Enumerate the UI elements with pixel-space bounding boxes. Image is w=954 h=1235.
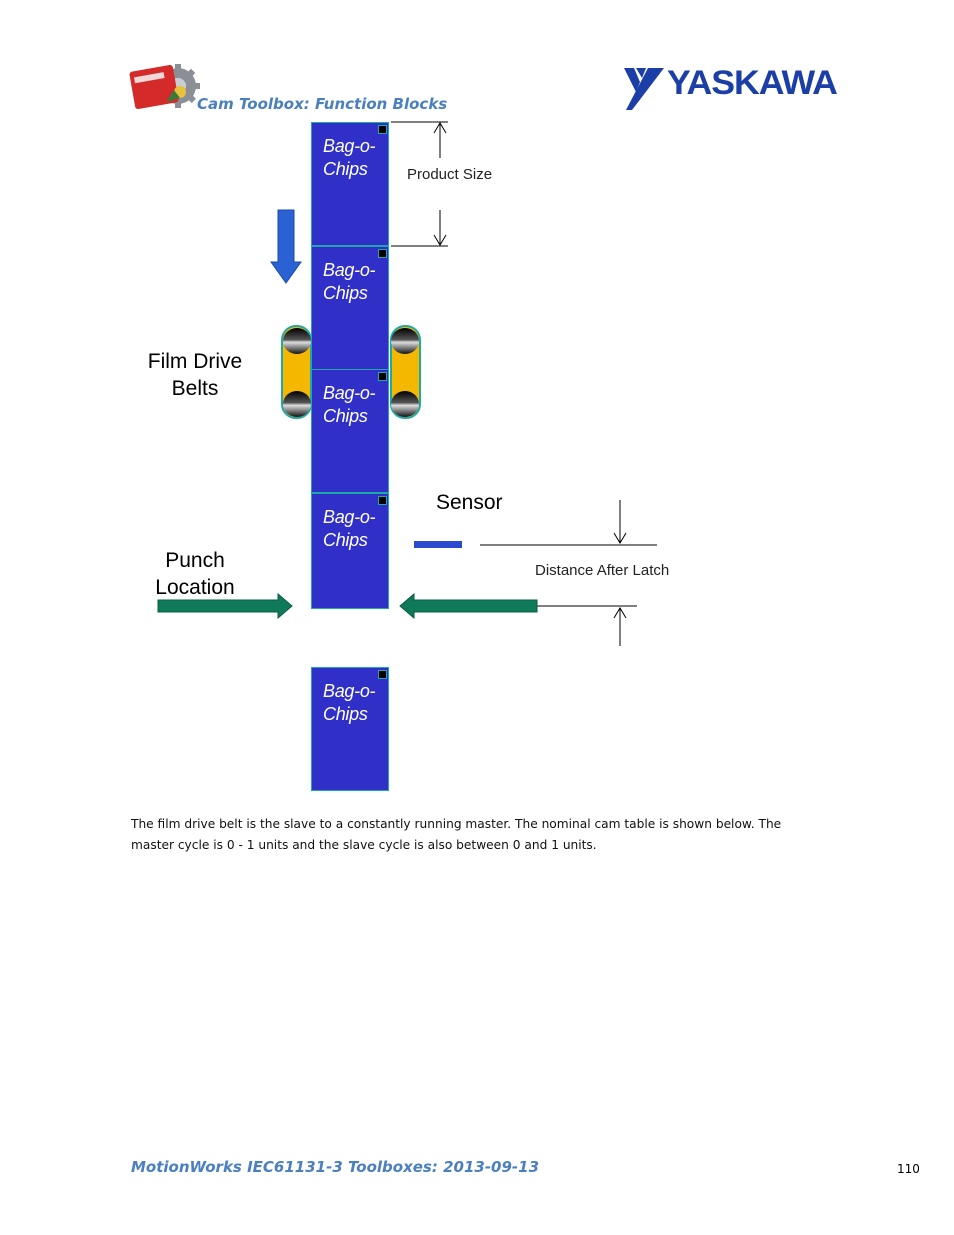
film-drive-belts-label: Film Drive Belts bbox=[147, 350, 243, 400]
product-size-dimension bbox=[391, 121, 448, 247]
bag-2: Bag-o- Chips bbox=[311, 246, 389, 370]
right-film-drive-belt bbox=[390, 325, 421, 419]
bag-corner-marker bbox=[378, 372, 387, 381]
header-title: Cam Toolbox: Function Blocks bbox=[197, 95, 448, 113]
bag-corner-marker bbox=[378, 496, 387, 505]
bag-5: Bag-o- Chips bbox=[311, 667, 389, 791]
sensor-bar bbox=[414, 541, 462, 548]
sensor-label: Sensor bbox=[436, 491, 503, 514]
bag-label: Bag-o- Chips bbox=[323, 383, 376, 426]
bag-corner-marker bbox=[378, 125, 387, 134]
bag-1: Bag-o- Chips bbox=[311, 122, 389, 246]
bag-label: Bag-o- Chips bbox=[323, 507, 376, 550]
diagram-graphics bbox=[157, 121, 657, 646]
distance-after-latch-label: Distance After Latch bbox=[535, 562, 670, 579]
footer-doc-title: MotionWorks IEC61131-3 Toolboxes: 2013-0… bbox=[131, 1158, 540, 1176]
bag-corner-marker bbox=[378, 249, 387, 258]
product-size-label: Product Size bbox=[407, 166, 493, 183]
bag-label: Bag-o- Chips bbox=[323, 136, 376, 179]
bag-corner-marker bbox=[378, 670, 387, 679]
bag-label: Bag-o- Chips bbox=[323, 681, 376, 724]
left-film-drive-belt bbox=[281, 325, 312, 419]
brand-name: YASKAWA bbox=[667, 64, 838, 102]
film-direction-arrow-icon bbox=[270, 209, 302, 284]
toolbox-gear-logo-icon bbox=[129, 64, 200, 110]
body-paragraph: The film drive belt is the slave to a co… bbox=[131, 817, 782, 852]
page-number: 110 bbox=[897, 1162, 920, 1176]
bag-label: Bag-o- Chips bbox=[323, 260, 376, 303]
yaskawa-logo-icon bbox=[624, 68, 664, 110]
punch-location-arrow-icon bbox=[157, 592, 293, 620]
bag-3: Bag-o- Chips bbox=[311, 369, 389, 493]
distance-after-latch-dimension bbox=[613, 500, 627, 646]
bag-4: Bag-o- Chips bbox=[311, 493, 389, 609]
punch-location-label: Punch Location bbox=[155, 549, 235, 599]
punch-right-arrow-icon bbox=[399, 592, 538, 620]
